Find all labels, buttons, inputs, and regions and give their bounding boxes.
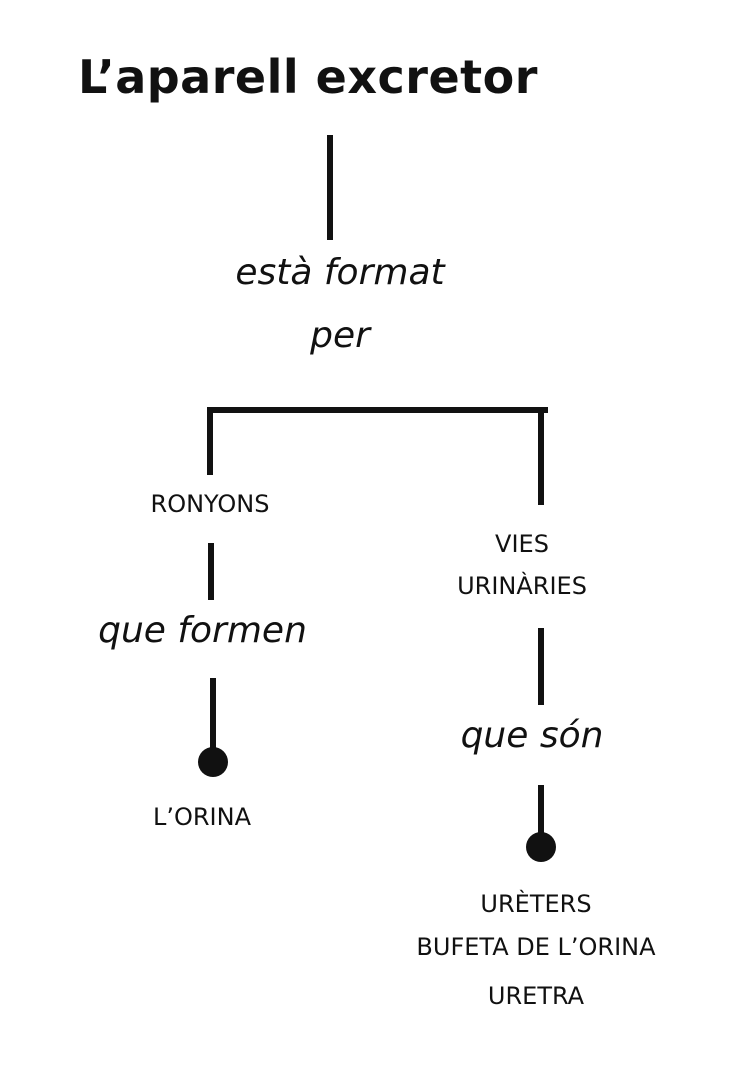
endpoint-dot [526,832,556,862]
bracket-left [207,407,213,475]
connector-label: per [310,315,370,356]
connector-line [208,543,214,600]
endpoint-dot [198,747,228,777]
node-bufeta: BUFETA DE L’ORINA [416,933,656,961]
bracket-right [538,407,544,505]
connector-label: que són [460,715,604,756]
connector-line [327,135,333,240]
connector-line [210,678,216,760]
connector-line [538,628,544,705]
node-ronyons: RONYONS [150,490,270,518]
node-vies: VIES [495,530,549,558]
diagram-title: L’aparell excretor [78,50,538,104]
connector-label: està format [235,252,445,293]
node-ureters: URÈTERS [480,890,592,918]
node-orina: L’ORINA [152,803,251,831]
bracket-horizontal [207,407,548,413]
connector-line [538,785,544,840]
node-urinaries: URINÀRIES [457,572,587,600]
node-uretra: URETRA [487,982,585,1010]
connector-label: que formen [98,610,307,651]
